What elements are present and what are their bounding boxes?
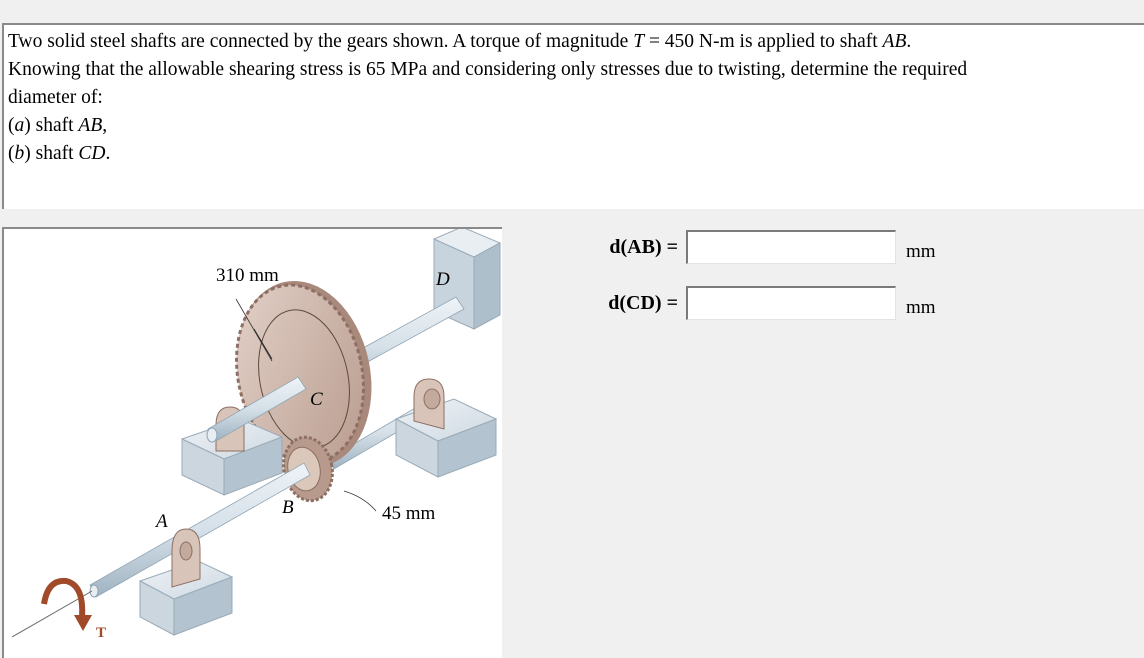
gear-shaft-figure: 310 mm D C B 45 mm A T: [2, 227, 502, 658]
label-45mm: 45 mm: [382, 503, 436, 524]
problem-line-1: Two solid steel shafts are connected by …: [8, 28, 1140, 56]
shaft-c-front: [206, 376, 307, 443]
text: (: [8, 115, 15, 136]
gear-c: [235, 281, 372, 467]
problem-part-a: (a) shaft AB,: [8, 112, 1140, 140]
part-letter: a: [14, 115, 25, 136]
label-a: A: [154, 511, 168, 532]
text: diameter of:: [8, 87, 103, 108]
answer-row-dab: d(AB) = mm: [570, 229, 936, 265]
part-letter: b: [14, 143, 25, 164]
dcd-input[interactable]: [686, 286, 896, 320]
label-b: B: [282, 497, 294, 518]
problem-line-2: Knowing that the allowable shearing stre…: [8, 56, 1140, 84]
support-block-left: [180, 406, 284, 496]
gear-shaft-diagram: 310 mm D C B 45 mm A T: [11, 229, 502, 641]
label-c: C: [310, 389, 323, 410]
dab-input[interactable]: [686, 230, 896, 264]
torque-arrow-icon: [41, 577, 92, 631]
shaft-ab: [11, 462, 311, 638]
var-cd: CD: [78, 143, 106, 164]
text: .: [105, 143, 111, 164]
answer-label-dab: d(AB) =: [609, 235, 678, 258]
text: ) shaft: [24, 115, 79, 136]
support-block-right: [394, 378, 498, 478]
problem-line-3: diameter of:: [8, 84, 1140, 112]
var-t: T: [633, 31, 645, 52]
problem-statement: Two solid steel shafts are connected by …: [2, 23, 1144, 209]
text: ,: [102, 115, 108, 136]
answer-unit-dcd: mm: [906, 297, 936, 318]
support-block-a: [138, 528, 234, 636]
problem-part-b: (b) shaft CD.: [8, 140, 1140, 168]
text: .: [906, 31, 912, 52]
answer-unit-dab: mm: [906, 241, 936, 262]
label-d: D: [435, 269, 450, 290]
text: ) shaft: [24, 143, 79, 164]
var-ab: AB: [78, 115, 103, 136]
text: Two solid steel shafts are connected by …: [8, 31, 634, 52]
answer-label-dcd: d(CD) =: [608, 291, 678, 314]
var-ab: AB: [882, 31, 907, 52]
text: Knowing that the allowable shearing stre…: [8, 59, 968, 80]
text: (: [8, 143, 15, 164]
label-310mm: 310 mm: [216, 265, 279, 286]
label-torque: T: [96, 625, 106, 641]
answer-row-dcd: d(CD) = mm: [570, 285, 936, 321]
text: = 450 N-m is applied to shaft: [644, 31, 883, 52]
